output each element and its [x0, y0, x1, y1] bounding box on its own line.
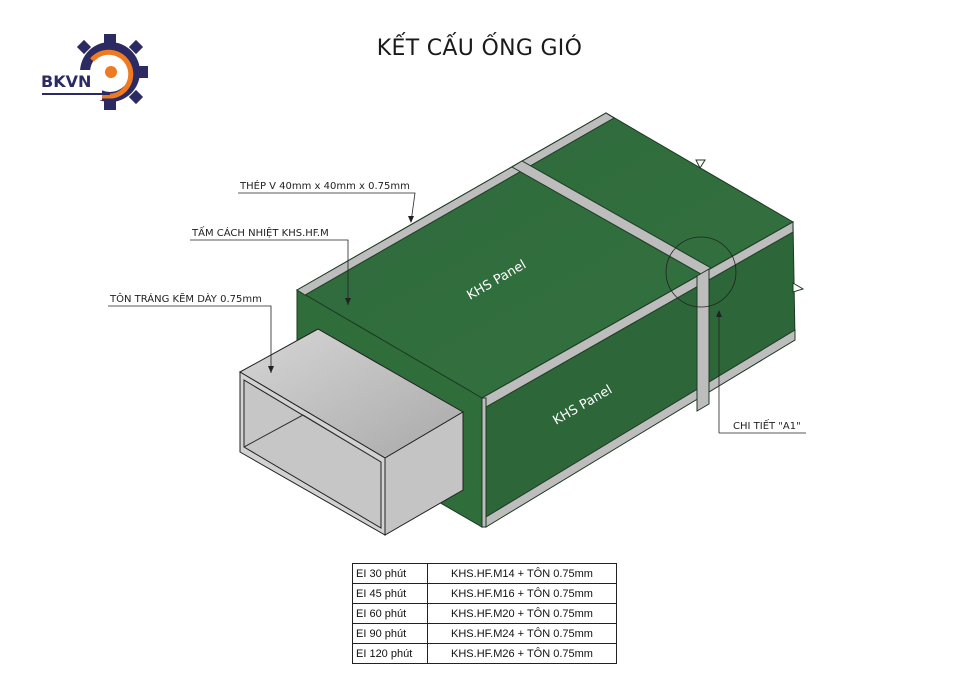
spec-cell: KHS.HF.M16 + TÔN 0.75mm	[427, 583, 617, 604]
tube-inner-edge	[243, 414, 382, 463]
steel-band-side	[696, 268, 710, 412]
steel-edge-corner	[481, 397, 487, 528]
spec-cell: KHS.HF.M14 + TÔN 0.75mm	[427, 563, 617, 584]
rating-cell: EI 60 phút	[352, 603, 428, 624]
gear-icon	[40, 34, 148, 110]
break-mark	[792, 282, 805, 293]
rating-cell: EI 45 phút	[352, 583, 428, 604]
galvanized-sheet-tube	[238, 328, 464, 536]
spec-cell: KHS.HF.M20 + TÔN 0.75mm	[427, 603, 617, 624]
callout-lines	[108, 192, 806, 434]
steel-edge-top	[296, 112, 615, 296]
break-mark	[695, 159, 706, 170]
steel-edge-bottom	[485, 329, 796, 528]
page-title: KẾT CẤU ỐNG GIÓ	[376, 36, 583, 61]
label-detail-a1: CHI TIẾT "A1"	[733, 418, 801, 432]
rating-cell: EI 120 phút	[352, 643, 428, 664]
rating-cell: EI 90 phút	[352, 623, 428, 644]
callout-arrows	[268, 216, 722, 373]
bkvn-logo: BKVN	[40, 34, 148, 110]
label-insulation: TẤM CÁCH NHIỆT KHS.HF.M	[191, 225, 329, 239]
logo-text: BKVN	[41, 72, 91, 91]
rating-cell: EI 30 phút	[352, 563, 428, 584]
spec-cell: KHS.HF.M24 + TÔN 0.75mm	[427, 623, 617, 644]
label-galvanized-sheet: TÔN TRÁNG KẼM DÀY 0.75mm	[109, 292, 262, 305]
label-steel-angle: THÉP V 40mm x 40mm x 0.75mm	[239, 179, 410, 192]
steel-band-top	[511, 160, 712, 275]
spec-cell: KHS.HF.M26 + TÔN 0.75mm	[427, 643, 617, 664]
